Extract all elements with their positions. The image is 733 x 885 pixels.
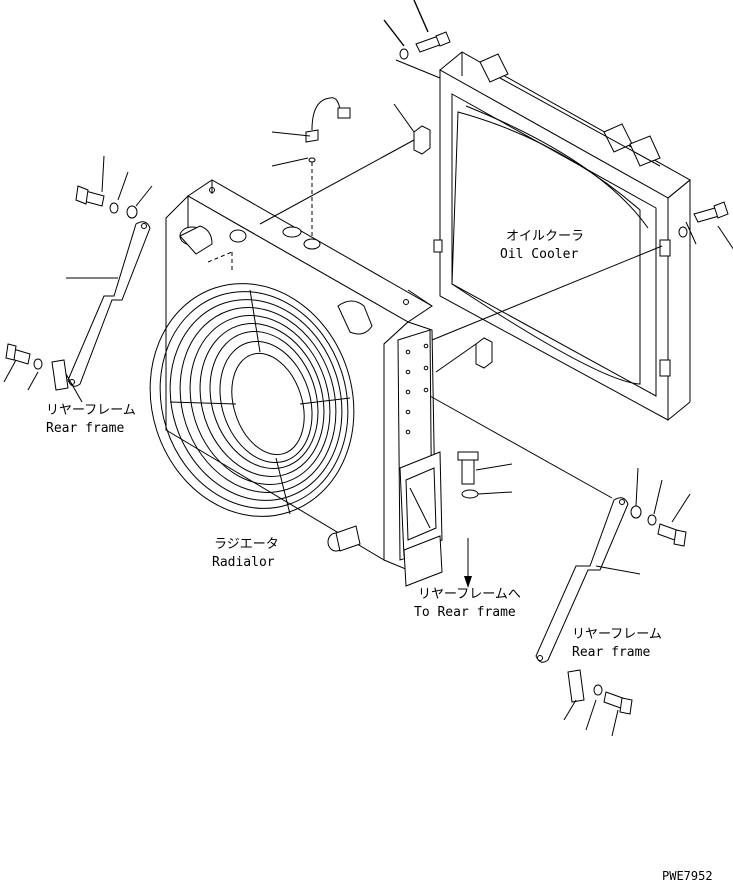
oil-cooler-bracket-upper: [393, 103, 431, 155]
oil-cooler-label-jp: オイルクーラ: [506, 229, 584, 244]
oil-cooler-label-en: Oil Cooler: [500, 247, 578, 262]
rear-frame-left-label-en: Rear frame: [46, 421, 124, 436]
bolt-right-middle: [630, 505, 687, 547]
to-rear-frame-label-jp: リヤーフレームへ: [418, 587, 521, 602]
radiator-label-en: Radialor: [212, 555, 275, 570]
bolt-right-lower: [567, 669, 633, 715]
to-rear-frame-label-en: To Rear frame: [414, 605, 516, 620]
bolt-left-lower: [5, 343, 69, 391]
bolt-top: [395, 31, 451, 79]
rear-frame-stay-left: [67, 221, 151, 387]
rear-frame-right-label-jp: リヤーフレーム: [572, 627, 662, 642]
drawing-number: PWE7952: [662, 869, 713, 883]
rear-frame-left-label-jp: リヤーフレーム: [46, 403, 136, 418]
oil-cooler-bracket-lower: [435, 337, 493, 373]
radiator-label-jp: ラジエータ: [214, 537, 279, 552]
rear-frame-right-label-en: Rear frame: [572, 645, 650, 660]
fan-guard: [149, 283, 355, 517]
sensor-wire: [305, 97, 351, 236]
rear-frame-stay-right: [535, 497, 629, 663]
oil-cooler: [433, 51, 691, 421]
leader-lines: [3, 0, 733, 737]
bolt-left-upper: [75, 185, 138, 219]
bolt-right-upper: [678, 201, 729, 238]
radiator: [165, 179, 443, 587]
bolt-center: [457, 451, 479, 499]
